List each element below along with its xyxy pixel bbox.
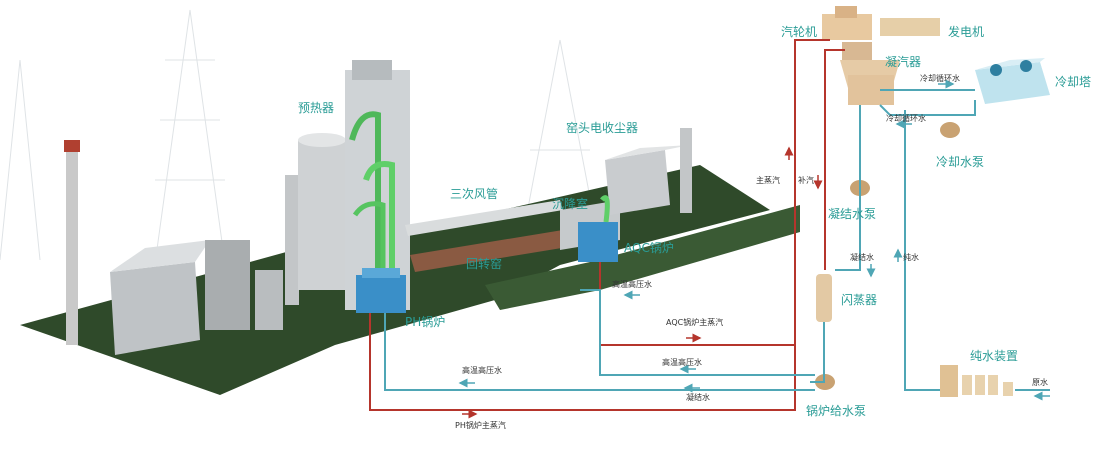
kiln-head-esp	[605, 128, 692, 215]
label-steam-turbine: 汽轮机	[781, 24, 817, 39]
label-cooling-tower: 冷却塔	[1055, 75, 1091, 89]
ph-boiler	[356, 268, 406, 313]
flow-pure-water: 纯水	[903, 252, 919, 262]
condenser	[840, 60, 900, 105]
label-condenser: 凝汽器	[885, 54, 921, 69]
label-rotary-kiln: 回转窑	[466, 256, 502, 271]
flow-cooling-circ-water-1: 冷却循环水	[920, 73, 960, 83]
background-towers	[0, 9, 601, 301]
label-cooling-water-pump: 冷却水泵	[936, 155, 984, 169]
label-pure-water-unit: 纯水装置	[970, 349, 1018, 363]
flow-hp-water-aqc: 高温高压水	[612, 279, 652, 289]
water-pipes	[384, 89, 1050, 391]
flow-cooling-circ-water-2: 冷却循环水	[886, 113, 926, 123]
label-tertiary-air-duct: 三次风管	[450, 186, 498, 201]
flow-hp-water-left: 高温高压水	[462, 365, 502, 375]
label-ph-boiler: PH锅炉	[405, 314, 445, 329]
flow-labels: 冷却循环水 冷却循环水 主蒸汽 补汽 凝结水 纯水 高温高压水 AQC锅炉主蒸汽…	[455, 73, 1048, 430]
aqc-boiler	[578, 195, 618, 262]
label-condensate-pump: 凝结水泵	[828, 206, 876, 221]
turbine-generator	[822, 6, 940, 64]
flow-raw-water: 原水	[1032, 377, 1048, 387]
cooling-water-pump	[940, 122, 960, 138]
equipment-labels: 汽轮机 发电机 凝汽器 冷却塔 冷却水泵 凝结水泵 闪蒸器 纯水装置 锅炉给水泵…	[298, 24, 1091, 418]
label-aqc-boiler: AQC锅炉	[624, 240, 674, 255]
label-kiln-head-esp: 窑头电收尘器	[566, 120, 638, 135]
flow-hp-water-main: 高温高压水	[662, 357, 702, 367]
flow-arrows	[458, 79, 1050, 419]
flow-ph-main-steam: PH锅炉主蒸汽	[455, 420, 506, 430]
flow-make-up-steam: 补汽	[798, 175, 814, 185]
plant-left	[64, 133, 346, 355]
label-settling-chamber: 沉降室	[552, 196, 588, 211]
pure-water-unit	[940, 365, 1013, 397]
cooling-tower	[975, 58, 1050, 104]
label-boiler-feed-pump: 锅炉给水泵	[806, 403, 866, 418]
flow-main-steam: 主蒸汽	[756, 175, 780, 185]
flash-tank	[816, 274, 832, 322]
flow-aqc-main-steam: AQC锅炉主蒸汽	[666, 317, 723, 327]
flow-condensate-1: 凝结水	[850, 252, 874, 262]
label-generator: 发电机	[948, 24, 984, 39]
label-preheater: 预热器	[298, 101, 334, 115]
flow-condensate-2: 凝结水	[686, 392, 710, 402]
label-flash-tank: 闪蒸器	[841, 293, 877, 307]
